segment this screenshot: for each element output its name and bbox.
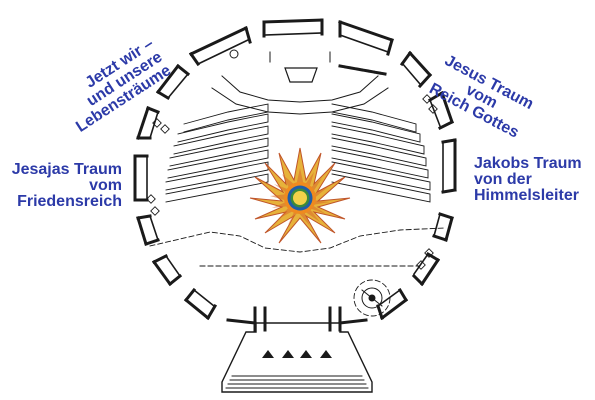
baptismal-font-icon [361, 287, 383, 309]
label-line: vom [89, 177, 122, 194]
label-line: Jakobs Traum [474, 155, 582, 172]
label-line: Friedensreich [17, 193, 122, 210]
outer-wall [133, 18, 457, 325]
wall-pillars [133, 18, 457, 332]
wall-niches [146, 94, 438, 270]
label-mid-left: Jesajas Traum vom Friedensreich [4, 162, 122, 210]
inner-wall [146, 32, 444, 308]
dashed-boundaries [149, 227, 445, 317]
label-line: von der [474, 171, 532, 188]
entrance-porch [221, 322, 373, 393]
label-line: Jesajas Traum [11, 161, 122, 178]
label-mid-right: Jakobs Traum von der Himmelsleiter [474, 156, 592, 204]
sun-star-icon [249, 147, 351, 244]
pews-right [331, 103, 431, 203]
label-line: Himmelsleiter [474, 187, 579, 204]
pews-left [165, 103, 269, 203]
entrance-markers [262, 350, 332, 358]
altar-area [211, 49, 389, 115]
